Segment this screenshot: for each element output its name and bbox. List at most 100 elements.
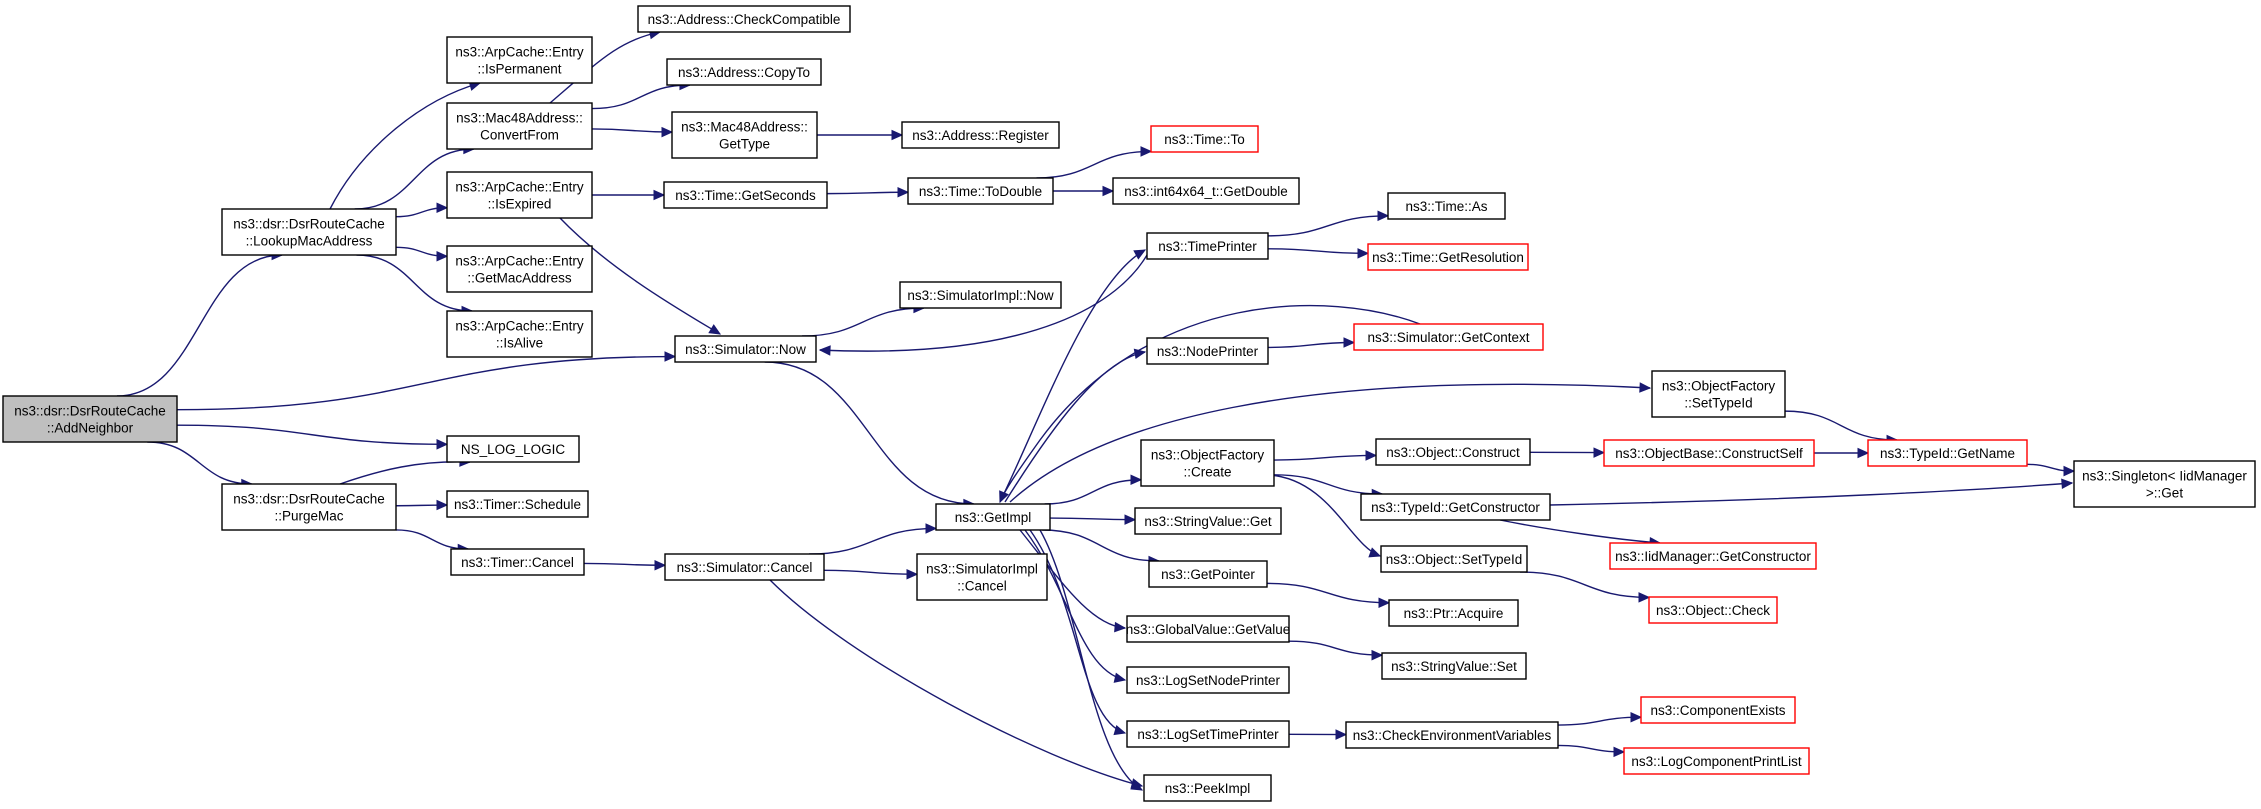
node-arpperm-box[interactable] <box>446 36 593 84</box>
node-tidgetname[interactable]: ns3::TypeId::GetName <box>1867 439 2028 467</box>
node-simimplnow-box[interactable] <box>899 281 1062 309</box>
node-lookup[interactable]: ns3::dsr::DsrRouteCache::LookupMacAddres… <box>221 208 397 256</box>
node-getimpl-box[interactable] <box>935 503 1051 531</box>
node-timercancel[interactable]: ns3::Timer::Cancel <box>450 548 585 576</box>
node-strvalset[interactable]: ns3::StringValue::Set <box>1381 652 1527 680</box>
node-arpperm[interactable]: ns3::ArpCache::Entry::IsPermanent <box>446 36 593 84</box>
node-simcancel-box[interactable] <box>664 553 825 581</box>
node-nslog-box[interactable] <box>446 435 580 463</box>
node-arpgetmac-box[interactable] <box>446 245 593 293</box>
node-logsetnode[interactable]: ns3::LogSetNodePrinter <box>1126 666 1290 694</box>
node-timegetres-box[interactable] <box>1367 243 1529 271</box>
node-globalval-box[interactable] <box>1126 615 1290 643</box>
node-objcheck-box[interactable] <box>1648 596 1778 624</box>
node-iidgetctor[interactable]: ns3::IidManager::GetConstructor <box>1609 542 1817 570</box>
node-nodeprinter[interactable]: ns3::NodePrinter <box>1146 337 1269 365</box>
node-timegetres[interactable]: ns3::Time::GetResolution <box>1367 243 1529 271</box>
node-timeto-box[interactable] <box>1150 125 1259 153</box>
node-timeas[interactable]: ns3::Time::As <box>1387 192 1506 220</box>
node-logcomplist-box[interactable] <box>1623 747 1810 775</box>
node-simnow-box[interactable] <box>674 335 817 363</box>
node-objconstruct-box[interactable] <box>1375 438 1531 466</box>
node-strvalget[interactable]: ns3::StringValue::Get <box>1134 507 1282 535</box>
node-simimplnow[interactable]: ns3::SimulatorImpl::Now <box>899 281 1062 309</box>
node-addrreg[interactable]: ns3::Address::Register <box>901 121 1060 149</box>
node-objfsettid[interactable]: ns3::ObjectFactory::SetTypeId <box>1651 370 1786 418</box>
node-iidgetctor-box[interactable] <box>1609 542 1817 570</box>
node-timegetsec[interactable]: ns3::Time::GetSeconds <box>663 181 828 209</box>
node-strvalget-box[interactable] <box>1134 507 1282 535</box>
node-timetodouble[interactable]: ns3::Time::ToDouble <box>907 177 1054 205</box>
node-int64-box[interactable] <box>1112 177 1300 205</box>
node-simcancel[interactable]: ns3::Simulator::Cancel <box>664 553 825 581</box>
node-tidgetctor-box[interactable] <box>1360 493 1551 521</box>
node-lookup-box[interactable] <box>221 208 397 256</box>
node-timercancel-box[interactable] <box>450 548 585 576</box>
node-checkenv-box[interactable] <box>1345 721 1559 749</box>
node-addrcopy[interactable]: ns3::Address::CopyTo <box>666 58 822 86</box>
node-arpgetmac[interactable]: ns3::ArpCache::Entry::GetMacAddress <box>446 245 593 293</box>
node-root-box[interactable] <box>2 395 178 443</box>
node-tidgetctor[interactable]: ns3::TypeId::GetConstructor <box>1360 493 1551 521</box>
node-logcomplist[interactable]: ns3::LogComponentPrintList <box>1623 747 1810 775</box>
node-getpointer[interactable]: ns3::GetPointer <box>1148 560 1268 588</box>
node-objfcreate[interactable]: ns3::ObjectFactory::Create <box>1140 439 1275 487</box>
node-ptracq[interactable]: ns3::Ptr::Acquire <box>1388 599 1519 627</box>
node-macgettype-box[interactable] <box>671 111 818 159</box>
node-timeprinter[interactable]: ns3::TimePrinter <box>1146 232 1269 260</box>
node-nslog[interactable]: NS_LOG_LOGIC <box>446 435 580 463</box>
node-nodeprinter-box[interactable] <box>1146 337 1269 365</box>
node-compexists-box[interactable] <box>1640 696 1796 724</box>
node-timeprinter-box[interactable] <box>1146 232 1269 260</box>
node-simgetctx[interactable]: ns3::Simulator::GetContext <box>1353 323 1544 351</box>
node-timersched[interactable]: ns3::Timer::Schedule <box>446 490 589 518</box>
node-simimplcancel[interactable]: ns3::SimulatorImpl::Cancel <box>916 553 1048 601</box>
node-root[interactable]: ns3::dsr::DsrRouteCache::AddNeighbor <box>2 395 178 443</box>
node-objfsettid-box[interactable] <box>1651 370 1786 418</box>
node-logsetnode-box[interactable] <box>1126 666 1290 694</box>
node-singleton[interactable]: ns3::Singleton< IidManager>::Get <box>2073 460 2256 508</box>
node-purge-box[interactable] <box>221 483 397 531</box>
node-peekimpl[interactable]: ns3::PeekImpl <box>1143 774 1272 802</box>
node-getpointer-box[interactable] <box>1148 560 1268 588</box>
node-peekimpl-box[interactable] <box>1143 774 1272 802</box>
node-objbasector-box[interactable] <box>1603 439 1815 467</box>
node-tidgetname-box[interactable] <box>1867 439 2028 467</box>
node-purge[interactable]: ns3::dsr::DsrRouteCache::PurgeMac <box>221 483 397 531</box>
node-timetodouble-box[interactable] <box>907 177 1054 205</box>
node-objsettid-box[interactable] <box>1380 545 1528 573</box>
node-objbasector[interactable]: ns3::ObjectBase::ConstructSelf <box>1603 439 1815 467</box>
node-macgettype[interactable]: ns3::Mac48Address::GetType <box>671 111 818 159</box>
node-objcheck[interactable]: ns3::Object::Check <box>1648 596 1778 624</box>
node-timegetsec-box[interactable] <box>663 181 828 209</box>
node-getimpl[interactable]: ns3::GetImpl <box>935 503 1051 531</box>
node-arpalive-box[interactable] <box>446 310 593 358</box>
node-arpalive[interactable]: ns3::ArpCache::Entry::IsAlive <box>446 310 593 358</box>
node-objconstruct[interactable]: ns3::Object::Construct <box>1375 438 1531 466</box>
node-globalval[interactable]: ns3::GlobalValue::GetValue <box>1126 615 1291 643</box>
node-simimplcancel-box[interactable] <box>916 553 1048 601</box>
node-addrcheck-box[interactable] <box>637 5 851 33</box>
node-arpexp[interactable]: ns3::ArpCache::Entry::IsExpired <box>446 171 593 219</box>
node-int64[interactable]: ns3::int64x64_t::GetDouble <box>1112 177 1300 205</box>
node-macconv[interactable]: ns3::Mac48Address::ConvertFrom <box>446 102 593 150</box>
node-addrreg-box[interactable] <box>901 121 1060 149</box>
node-addrcheck[interactable]: ns3::Address::CheckCompatible <box>637 5 851 33</box>
node-addrcopy-box[interactable] <box>666 58 822 86</box>
node-singleton-box[interactable] <box>2073 460 2256 508</box>
node-arpexp-box[interactable] <box>446 171 593 219</box>
node-timeto[interactable]: ns3::Time::To <box>1150 125 1259 153</box>
node-compexists[interactable]: ns3::ComponentExists <box>1640 696 1796 724</box>
node-macconv-box[interactable] <box>446 102 593 150</box>
node-logsettime[interactable]: ns3::LogSetTimePrinter <box>1126 720 1290 748</box>
node-simgetctx-box[interactable] <box>1353 323 1544 351</box>
node-checkenv[interactable]: ns3::CheckEnvironmentVariables <box>1345 721 1559 749</box>
node-logsettime-box[interactable] <box>1126 720 1290 748</box>
node-timersched-box[interactable] <box>446 490 589 518</box>
node-objsettid[interactable]: ns3::Object::SetTypeId <box>1380 545 1528 573</box>
node-timeas-box[interactable] <box>1387 192 1506 220</box>
node-strvalset-box[interactable] <box>1381 652 1527 680</box>
node-simnow[interactable]: ns3::Simulator::Now <box>674 335 817 363</box>
node-objfcreate-box[interactable] <box>1140 439 1275 487</box>
node-ptracq-box[interactable] <box>1388 599 1519 627</box>
